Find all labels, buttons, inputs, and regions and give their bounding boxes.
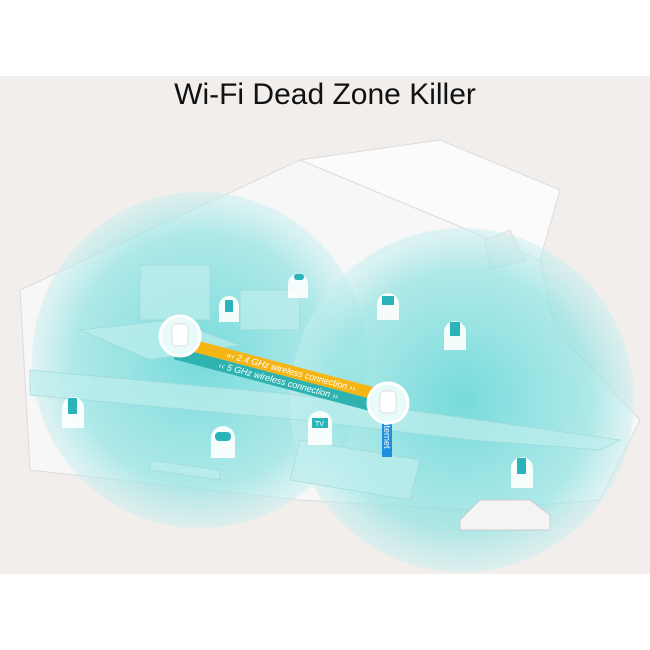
band-2-4ghz [176, 336, 393, 404]
router-left [158, 314, 202, 358]
internet-label: Internet [382, 418, 392, 449]
tv-label: TV [315, 421, 324, 428]
cloud-icon [288, 274, 308, 298]
page-title: Wi-Fi Dead Zone Killer [174, 78, 476, 111]
gamepad-icon [211, 426, 235, 458]
band-5ghz [173, 347, 390, 416]
internet-line [382, 415, 392, 457]
router-right [366, 381, 410, 425]
car [459, 499, 551, 531]
